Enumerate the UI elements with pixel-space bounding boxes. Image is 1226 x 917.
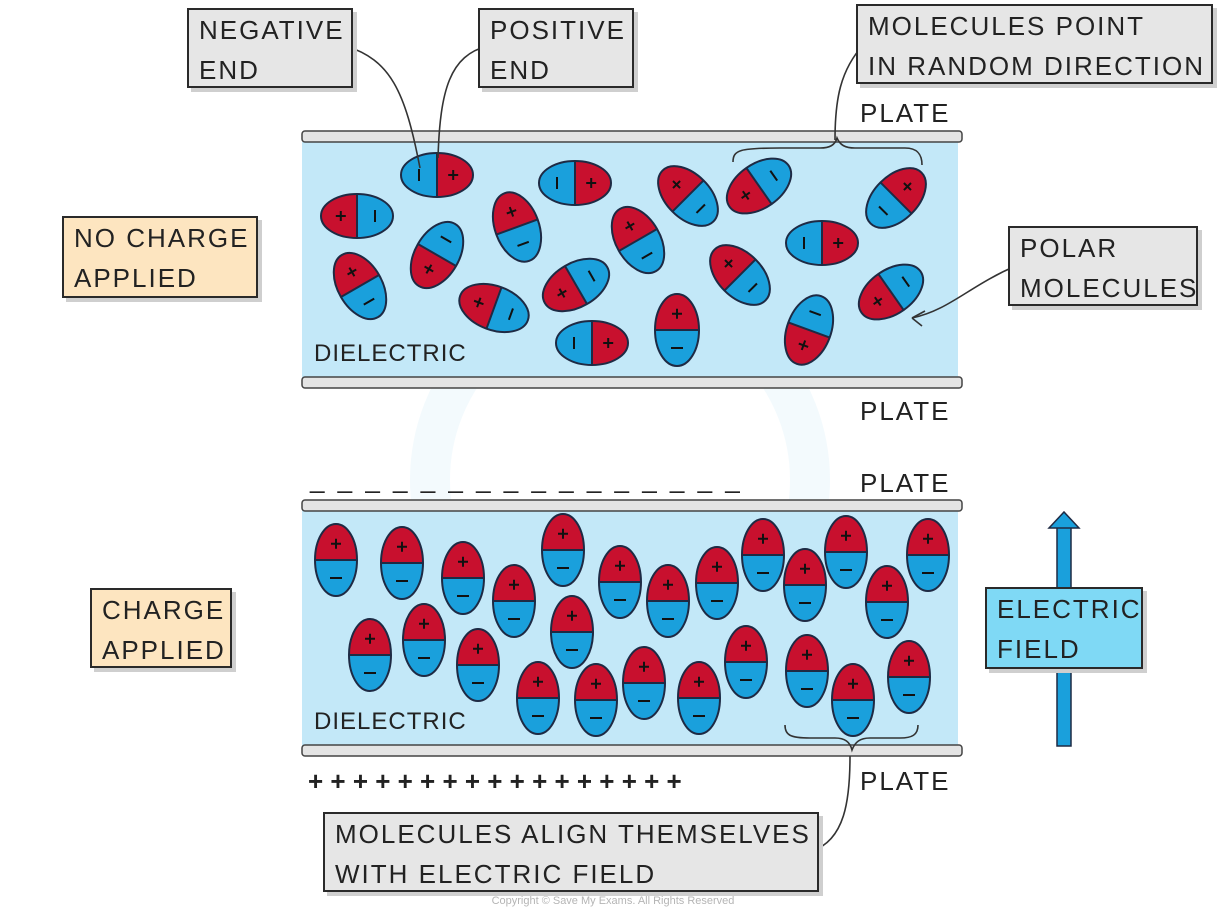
dielectric-label-bottom: DIELECTRIC [314, 708, 467, 735]
polar-molecule [320, 193, 394, 239]
aligned-molecules [314, 513, 950, 737]
positive-charge-row: + + + + + + + + + + + + + + + + + [308, 766, 682, 796]
negative-charge-row: _ _ _ _ _ _ _ _ _ _ _ _ _ _ _ _ [310, 464, 743, 494]
plate-label-4: PLATE [860, 766, 951, 796]
polar-molecule [785, 220, 859, 266]
plate-label-3: PLATE [860, 468, 951, 498]
dielectric-label-top: DIELECTRIC [314, 340, 467, 367]
polar-molecule [400, 152, 474, 198]
polar-molecule [555, 320, 629, 366]
plate-bottom-upper [301, 499, 963, 512]
plate-label-2: PLATE [860, 396, 951, 426]
polar-molecule [538, 160, 612, 206]
plate-label-1: PLATE [860, 98, 951, 128]
copyright-text: Copyright © Save My Exams. All Rights Re… [491, 895, 735, 907]
polar-molecule [887, 640, 931, 714]
plate-top-lower [301, 376, 963, 389]
plate-top-upper [301, 130, 963, 143]
plate-bottom-lower [301, 744, 963, 757]
